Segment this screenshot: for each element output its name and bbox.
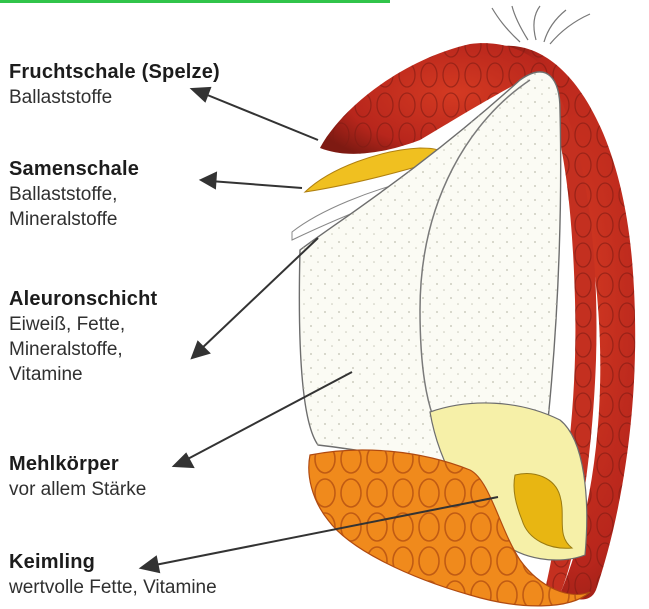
label-title: Aleuronschicht (9, 289, 157, 309)
label-mehlkoerper: Mehlkörper vor allem Stärke (9, 454, 146, 505)
label-desc: Vitamine (9, 365, 157, 384)
label-title: Samenschale (9, 159, 139, 179)
label-title: Fruchtschale (Spelze) (9, 62, 220, 82)
label-desc: Mineralstoffe (9, 210, 139, 229)
label-desc: Mineralstoffe, (9, 340, 157, 359)
label-desc: Eiweiß, Fette, (9, 315, 157, 334)
label-title: Keimling (9, 552, 217, 572)
label-keimling: Keimling wertvolle Fette, Vitamine (9, 552, 217, 603)
label-desc: wertvolle Fette, Vitamine (9, 578, 217, 597)
awn-hairs (492, 6, 590, 44)
label-title: Mehlkörper (9, 454, 146, 474)
label-desc: Ballaststoffe, (9, 185, 139, 204)
label-aleuronschicht: Aleuronschicht Eiweiß, Fette, Mineralsto… (9, 289, 157, 390)
label-samenschale: Samenschale Ballaststoffe, Mineralstoffe (9, 159, 139, 235)
label-fruchtschale: Fruchtschale (Spelze) Ballaststoffe (9, 62, 220, 113)
label-desc: Ballaststoffe (9, 88, 220, 107)
label-desc: vor allem Stärke (9, 480, 146, 499)
